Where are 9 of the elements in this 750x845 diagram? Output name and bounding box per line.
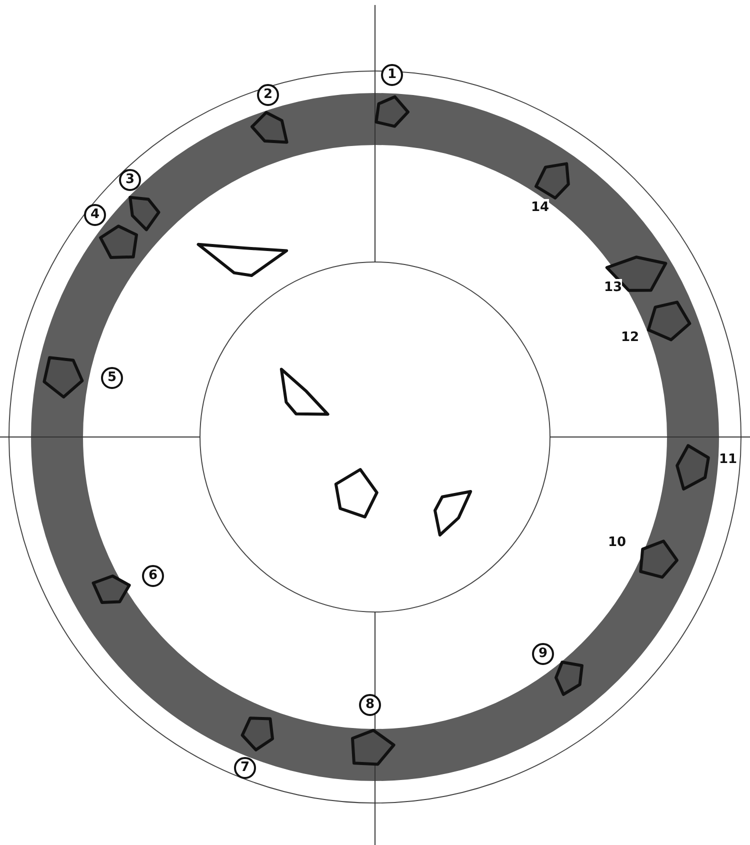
- callout-number: 2: [257, 84, 279, 106]
- callout-number: 6: [142, 565, 164, 587]
- callout-number: 1: [381, 64, 403, 86]
- callout-number: 9: [532, 643, 554, 665]
- callout-number: 4: [84, 204, 106, 226]
- callout-number: 5: [101, 367, 123, 389]
- callout-number: 3: [119, 169, 141, 191]
- callout-number: 8: [359, 694, 381, 716]
- callout-number: 7: [234, 757, 256, 779]
